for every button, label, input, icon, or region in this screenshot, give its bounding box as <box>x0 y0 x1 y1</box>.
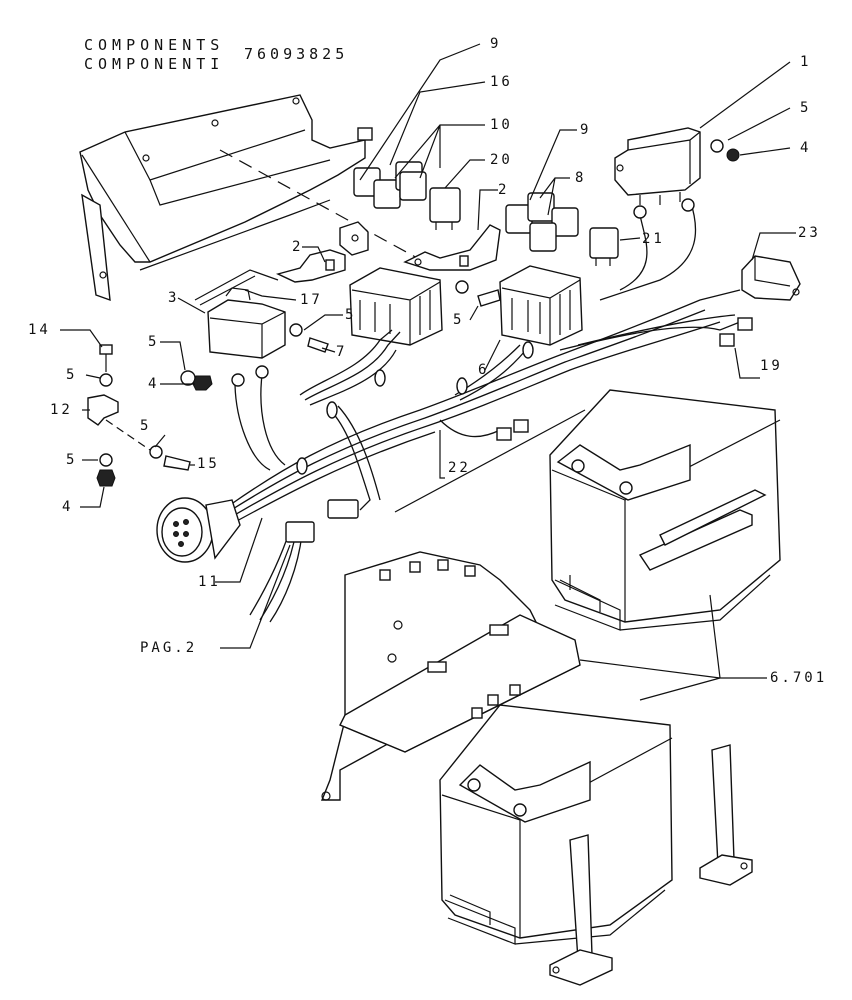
retainer-17 <box>194 269 279 306</box>
nut-4-relay <box>726 148 740 162</box>
round-connector-11 <box>156 497 241 563</box>
bolt-6 <box>477 289 501 307</box>
callout-6: 6 <box>478 362 489 378</box>
title-block: COMPONENTS COMPONENTI 76093825 <box>84 36 344 74</box>
leader-lines <box>60 43 796 701</box>
callout-12: 12 <box>50 402 73 418</box>
callout-10: 10 <box>490 117 513 133</box>
callout-7: 7 <box>336 344 347 360</box>
callout-5c: 5 <box>453 312 464 328</box>
clamp-2-right <box>403 224 501 271</box>
callout-2a: 2 <box>292 239 303 255</box>
callout-5g: 5 <box>66 452 77 468</box>
callout-23: 23 <box>798 225 821 241</box>
alignment-line <box>219 149 431 266</box>
nut-4-a <box>96 469 116 487</box>
callout-19: 19 <box>760 358 783 374</box>
callout-2c: 2 <box>498 182 509 198</box>
battery-tray <box>320 551 581 801</box>
callout-21: 21 <box>642 231 665 247</box>
callout-5b: 5 <box>345 307 356 323</box>
callout-9b: 9 <box>580 122 591 138</box>
fuse-box-right <box>499 265 583 346</box>
connector-19a <box>719 333 735 347</box>
callout-20: 20 <box>490 152 513 168</box>
callout-4c: 4 <box>62 499 73 515</box>
dash-12 <box>105 419 151 451</box>
connector-19b <box>737 317 753 331</box>
support-bracket <box>79 94 373 302</box>
washer-5-d <box>149 445 163 459</box>
pag2-connector <box>285 521 315 543</box>
callout-11: 11 <box>198 574 221 590</box>
battery-lower <box>439 704 673 945</box>
relay-group-10 <box>353 161 427 209</box>
callout-8: 8 <box>575 170 586 186</box>
bracket-12 <box>87 394 119 426</box>
callout-labels: 1 5 4 9 16 10 20 9 8 2 21 23 2 3 17 5 7 … <box>28 36 827 686</box>
callout-15: 15 <box>197 456 220 472</box>
callout-17: 17 <box>300 292 323 308</box>
callout-3: 3 <box>168 290 179 306</box>
connector-22a <box>496 427 512 441</box>
callout-battery: 6.701 <box>770 670 827 686</box>
title-line-2: COMPONENTI <box>84 55 225 73</box>
callout-22: 22 <box>448 460 471 476</box>
battery-upper <box>549 389 781 631</box>
bolt-15 <box>163 455 191 471</box>
relay-20 <box>429 187 461 230</box>
relay-group-8 <box>505 192 579 252</box>
bolt-14 <box>99 344 113 372</box>
callout-1: 1 <box>800 54 811 70</box>
callout-4b: 4 <box>148 376 159 392</box>
guide-line <box>394 409 586 513</box>
callout-5a: 5 <box>800 100 811 116</box>
callout-5e: 5 <box>66 367 77 383</box>
callout-5d: 5 <box>148 334 159 350</box>
callout-9a: 9 <box>490 36 501 52</box>
washer-5-relay <box>710 139 724 153</box>
callout-14: 14 <box>28 322 51 338</box>
post-right <box>699 744 753 886</box>
washer-5-b <box>99 453 113 467</box>
bolt-7 <box>307 337 329 353</box>
nut-4-b <box>192 375 213 391</box>
callout-5f: 5 <box>140 418 151 434</box>
connector-22b <box>513 419 529 433</box>
callout-4a: 4 <box>800 140 811 156</box>
plug-connector <box>327 499 359 519</box>
callout-16: 16 <box>490 74 513 90</box>
connector-3 <box>207 287 286 359</box>
relay-23 <box>741 255 801 301</box>
relay-21 <box>589 227 619 266</box>
callout-pag2: PAG.2 <box>140 640 197 656</box>
fuse-box-left <box>349 267 443 346</box>
post-left <box>549 834 613 986</box>
clamp-2-center <box>339 221 369 256</box>
relay-1 <box>614 127 701 205</box>
washer-5-center <box>455 280 469 294</box>
drawing-code: 76093825 <box>244 45 349 63</box>
washer-5-a <box>99 373 113 387</box>
washer-5-conn <box>289 323 303 337</box>
clamp-2-left <box>275 249 346 283</box>
title-line-1: COMPONENTS <box>84 36 225 54</box>
